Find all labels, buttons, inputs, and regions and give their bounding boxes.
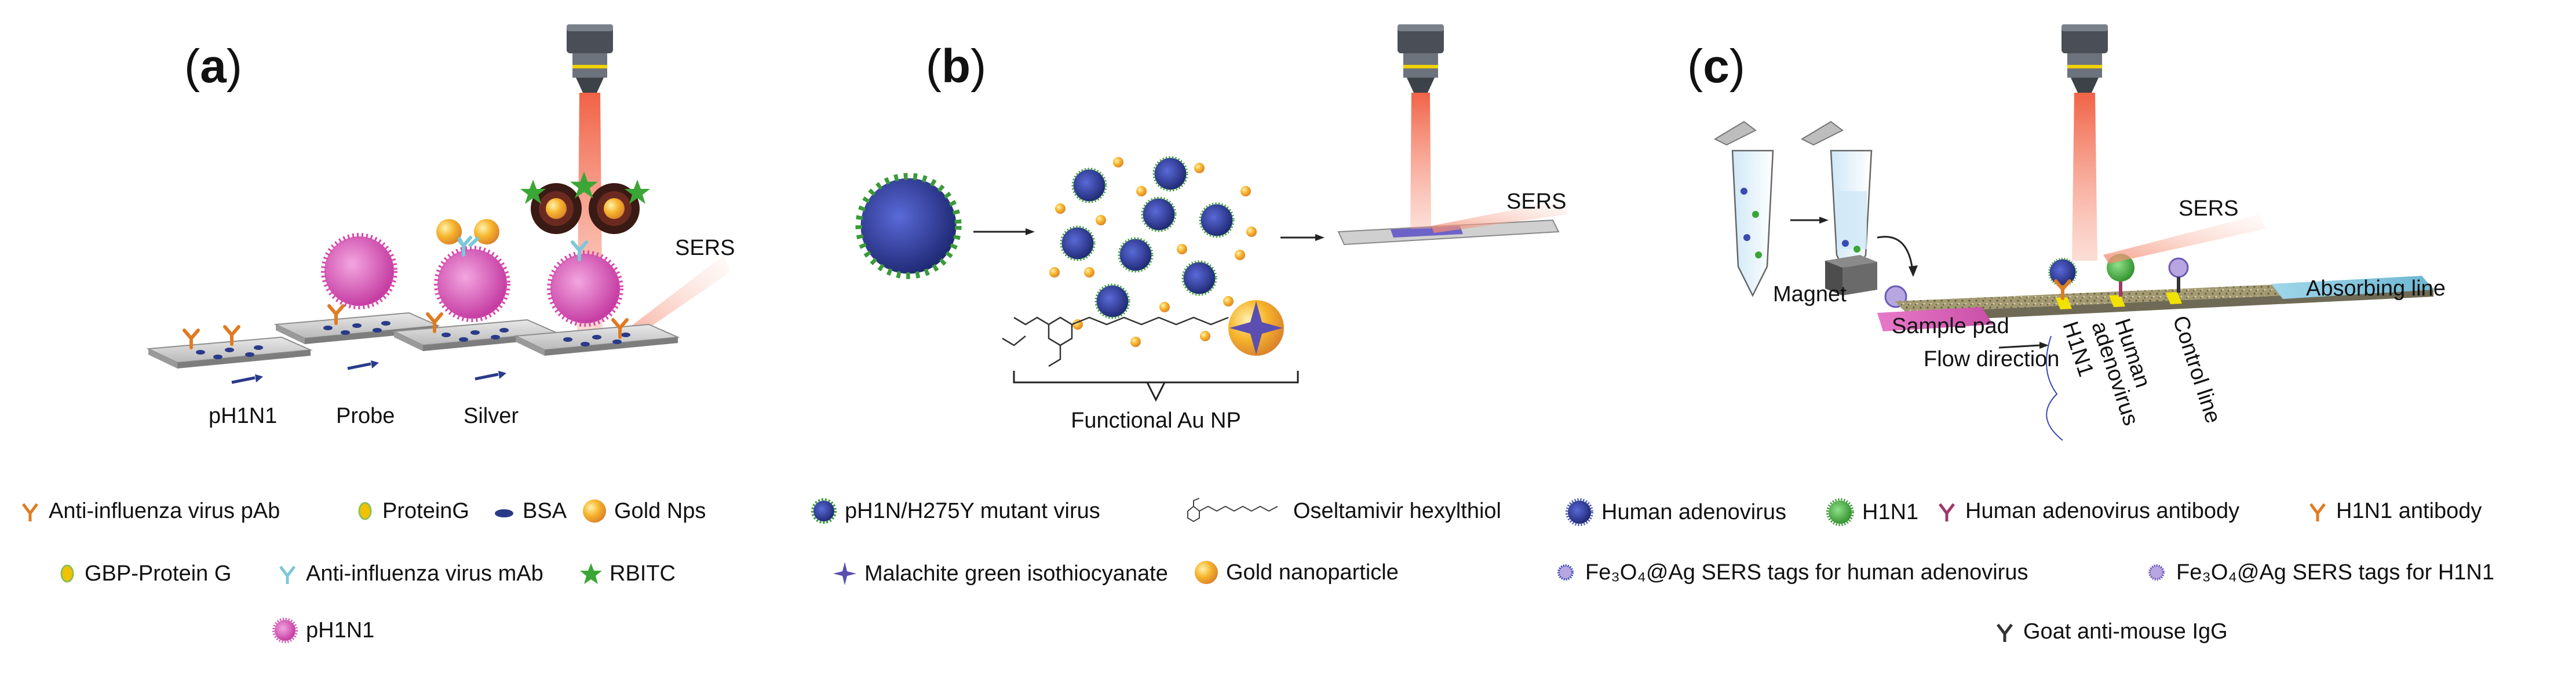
sample-tube-2 — [1800, 121, 1873, 286]
sers-tag-h1n1-icon — [2148, 564, 2165, 581]
legend-adenovirus-antibody: Human adenovirus antibody — [1935, 499, 2239, 523]
legend-tags-h1n1-label: Fe₃O₄@Ag SERS tags for H1N1 — [2176, 560, 2494, 585]
malachite-green-star — [1229, 301, 1283, 355]
oseltamivir-structure — [1002, 316, 1229, 367]
mutant-virus-icon — [811, 498, 837, 524]
legend-gold-nanoparticle: Gold nanoparticle — [1194, 560, 1399, 585]
sample-pad — [1877, 307, 1993, 331]
adenovirus-antibody-icon — [1939, 503, 1955, 521]
legend-h1n1-antibody-label: H1N1 antibody — [2336, 499, 2482, 523]
oseltamivir-icon — [1187, 498, 1278, 523]
panel-b: (b) — [859, 24, 1567, 433]
goat-igg-icon — [1997, 623, 2013, 642]
mutant-virus-large — [859, 176, 958, 276]
gold-nanoparticle-icon — [1195, 561, 1218, 584]
legend-ph1n1: pH1N1 — [271, 616, 374, 644]
microscope-icon-b — [1398, 24, 1444, 93]
mab-icon — [279, 565, 295, 584]
legend-gold-nps: Gold Nps — [582, 498, 706, 524]
step-ph1n1: pH1N1 — [209, 404, 277, 428]
legend-malachite: Malachite green isothiocyanate — [832, 561, 1168, 586]
magnet-label: Magnet — [1773, 282, 1847, 306]
panel-c-letter: c — [1703, 40, 1730, 93]
legend-h1n1-antibody: H1N1 antibody — [2306, 499, 2482, 523]
legend-pab: Anti-influenza virus pAb — [19, 499, 280, 523]
ph1n1-virus-icon — [272, 618, 298, 643]
star-icon — [580, 563, 602, 584]
panel-a-letter: a — [200, 40, 227, 93]
human-adenovirus-icon — [1566, 498, 1593, 526]
absorbing-line-label: Absorbing line — [2306, 276, 2446, 301]
magnet-icon — [1825, 255, 1877, 295]
legend-gold-nps-label: Gold Nps — [614, 499, 706, 523]
legend-adenovirus-antibody-label: Human adenovirus antibody — [1965, 499, 2240, 523]
svg-text:(c): (c) — [1687, 40, 1745, 93]
legend-oseltamivir-label: Oseltamivir hexylthiol — [1293, 499, 1501, 523]
legend-human-adenovirus-label: Human adenovirus — [1601, 500, 1786, 524]
legend-pab-label: Anti-influenza virus pAb — [49, 499, 280, 523]
h1n1-virus-icon — [1826, 498, 1854, 526]
sample-pad-label: Sample pad — [1892, 314, 2009, 338]
legend-tags-adeno-label: Fe₃O₄@Ag SERS tags for human adenovirus — [1585, 560, 2028, 585]
flow-direction-label: Flow direction — [1924, 347, 2059, 371]
slide-1 — [148, 337, 311, 369]
legend-rbitc: RBITC — [579, 562, 676, 585]
legend-oseltamivir: Oseltamivir hexylthiol — [1182, 497, 1501, 525]
legend-proteing: ProteinG — [355, 499, 469, 523]
svg-text:(b): (b) — [926, 40, 987, 93]
absorbing-pad — [2271, 276, 2433, 299]
malachite-green-icon — [833, 562, 856, 585]
microscope-icon-c — [2061, 24, 2108, 93]
gold-np-icon — [583, 499, 606, 523]
legend-mutant-virus-label: pH1N/H275Y mutant virus — [845, 499, 1100, 523]
legend-mutant-virus: pH1N/H275Y mutant virus — [810, 497, 1100, 525]
panel-b-letter: b — [942, 40, 970, 93]
panel-c: (c) Magnet — [1687, 24, 2446, 441]
panel-a: (a) SERS — [148, 24, 735, 428]
legend-h1n1-label: H1N1 — [1862, 500, 1919, 524]
legend-proteing-label: ProteinG — [382, 499, 469, 523]
legend-goat-igg: Goat anti-mouse IgG — [1993, 620, 2228, 643]
legend-mab: Anti-influenza virus mAb — [276, 562, 543, 585]
step-silver: Silver — [464, 404, 519, 428]
panel-b-sers: SERS — [1506, 189, 1566, 214]
legend-tags-h1n1: Fe₃O₄@Ag SERS tags for H1N1 — [2144, 560, 2494, 585]
panel-c-sers: SERS — [2179, 196, 2238, 221]
sample-tube-1 — [1713, 121, 1774, 297]
legend-goat-igg-label: Goat anti-mouse IgG — [2023, 619, 2228, 644]
functional-au-np-caption: Functional Au NP — [1071, 408, 1241, 433]
legend-bsa: BSA — [492, 499, 567, 523]
legend-tags-adeno: Fe₃O₄@Ag SERS tags for human adenovirus — [1553, 560, 2028, 585]
virus-nanoparticle-cluster — [1049, 156, 1257, 347]
legend-gbp-label: GBP-Protein G — [85, 561, 232, 586]
y-antibody-icon — [22, 503, 38, 521]
legend-mab-label: Anti-influenza virus mAb — [306, 561, 543, 586]
legend-h1n1: H1N1 — [1825, 497, 1918, 527]
legend-gold-nanoparticle-label: Gold nanoparticle — [1226, 560, 1399, 585]
gbp-protein-g-icon — [60, 564, 74, 583]
h1n1-antibody-icon — [2309, 503, 2326, 521]
legend-ph1n1-label: pH1N1 — [306, 618, 375, 643]
legend-human-adenovirus: Human adenovirus — [1564, 497, 1786, 527]
panel-a-sers: SERS — [675, 236, 735, 260]
legend-malachite-label: Malachite green isothiocyanate — [864, 561, 1168, 586]
sers-tag-adeno-icon — [1557, 564, 1574, 581]
step-probe: Probe — [336, 404, 395, 428]
legend-bsa-label: BSA — [523, 499, 567, 523]
lateral-flow-strip — [1877, 276, 2433, 331]
legend-rbitc-label: RBITC — [610, 561, 676, 586]
bsa-icon — [495, 509, 513, 517]
svg-text:(a): (a) — [184, 40, 242, 93]
protein-g-icon — [358, 502, 372, 520]
line-control-label: Control line — [2168, 313, 2225, 426]
microscope-icon — [567, 24, 613, 93]
legend-gbp: GBP-Protein G — [57, 562, 231, 585]
ph1n1-virus-icon — [323, 235, 395, 307]
